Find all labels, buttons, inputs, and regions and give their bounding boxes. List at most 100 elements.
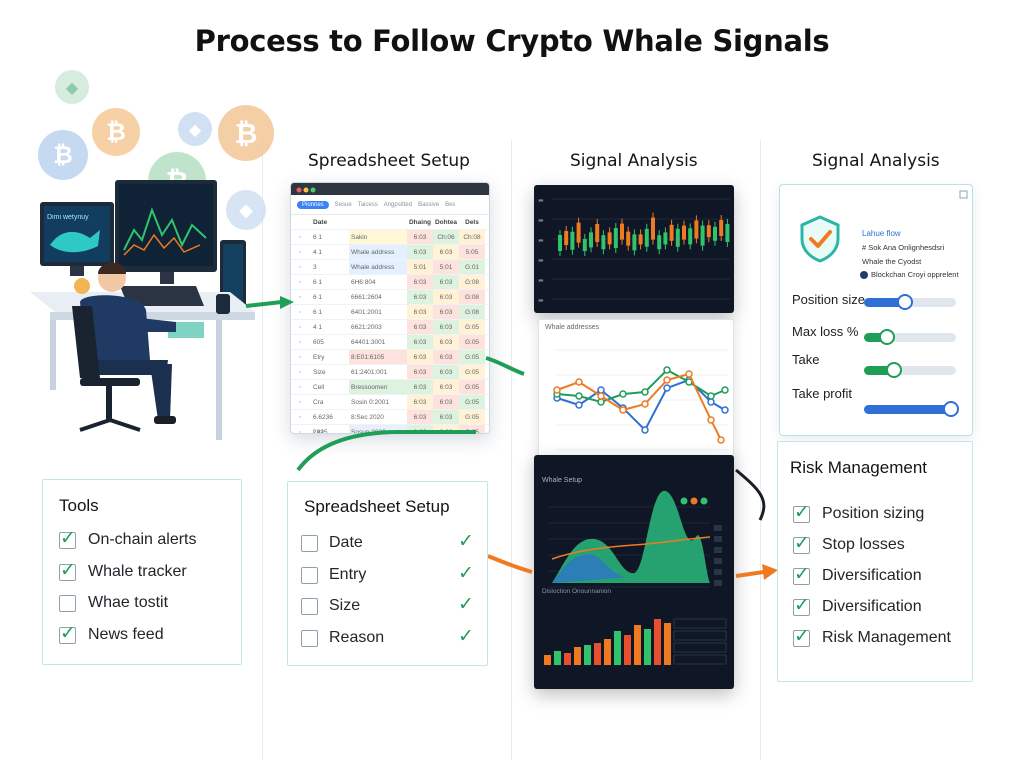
table-cell: 6:03	[433, 365, 459, 379]
checkbox[interactable]	[793, 537, 810, 554]
checkbox[interactable]	[793, 506, 810, 523]
sheet-tab[interactable]: Sesue	[334, 201, 352, 208]
check-icon: ✓	[794, 501, 810, 523]
table-cell: 6H6:804	[351, 279, 376, 286]
table-cell: Cra	[313, 399, 324, 406]
data-point	[707, 398, 715, 406]
table-cell: 6:03	[407, 320, 433, 334]
candle	[688, 228, 693, 245]
row-handle: ▫	[298, 384, 302, 391]
candle	[675, 228, 680, 247]
data-point	[685, 370, 693, 378]
bar	[614, 631, 621, 665]
candle	[725, 224, 730, 242]
check-icon: ✓	[60, 558, 76, 581]
checkbox[interactable]	[301, 566, 318, 584]
orange-arrowhead	[762, 564, 778, 580]
window-titlebar	[291, 183, 489, 195]
checkbox[interactable]	[59, 626, 76, 644]
checkbox[interactable]	[301, 629, 318, 647]
checkbox[interactable]	[59, 532, 76, 549]
table-cell: 6:03	[407, 305, 433, 319]
data-point	[619, 390, 627, 398]
bar	[564, 653, 571, 665]
done-check-icon: ✓	[458, 561, 474, 584]
table-cell: 6 1	[313, 294, 323, 301]
candle	[632, 234, 637, 251]
checkbox[interactable]	[59, 563, 76, 581]
table-cell: G:08	[459, 290, 485, 304]
candle	[700, 225, 705, 246]
table-cell: Sosun 2020	[349, 425, 407, 433]
ethereum-icon: ◆	[178, 112, 212, 146]
data-point	[575, 378, 583, 386]
sheet-tab[interactable]: Pionnes	[297, 200, 329, 209]
checkbox[interactable]	[301, 598, 318, 615]
row-handle: ▫	[298, 234, 302, 241]
checkbox[interactable]	[793, 630, 810, 647]
spreadsheet-window: Pionnes Sesue Taicess Angpsitted Bassive…	[290, 182, 490, 434]
data-point	[597, 392, 605, 400]
checkbox[interactable]	[793, 568, 810, 585]
table-cell: 6:03	[433, 245, 459, 259]
table-cell: 5:05	[459, 245, 485, 259]
candle	[663, 232, 668, 245]
take-slider[interactable]	[864, 362, 956, 378]
header-cell: Dohtea	[434, 219, 458, 226]
checklist-item-label: Position sizing	[822, 505, 925, 522]
row-handle: ▫	[298, 414, 302, 421]
sheet-tab[interactable]: Bes	[445, 201, 456, 208]
table-cell: 8:Sec 2020	[351, 414, 384, 421]
check-icon: ✓	[794, 594, 810, 616]
column-heading-spreadsheet-setup: Spreadsheet Setup	[308, 151, 470, 171]
check-icon: ✓	[60, 527, 76, 549]
table-cell: 6:03	[433, 305, 459, 319]
table-cell: G:05	[459, 335, 485, 349]
signal-card-line: Blockchan Croyi opprelent	[860, 270, 959, 279]
bar	[604, 639, 611, 665]
max-loss-slider[interactable]	[864, 329, 956, 345]
table-cell: 6:03	[433, 395, 459, 409]
candle	[620, 223, 624, 240]
green-curve	[296, 430, 476, 472]
checkbox[interactable]	[793, 599, 810, 616]
checklist-item-label: Diversification	[822, 567, 922, 584]
checkbox[interactable]	[301, 535, 318, 552]
table-cell: Etry	[313, 354, 325, 361]
bitcoin-icon: ₿	[92, 108, 140, 156]
data-point	[721, 386, 729, 394]
take-profit-slider[interactable]	[864, 401, 960, 417]
checkbox[interactable]	[59, 595, 76, 612]
bar	[584, 645, 591, 665]
table-cell: G:05	[459, 380, 485, 394]
table-cell: 6:03	[407, 380, 433, 394]
table-cell: 6401:2001	[351, 309, 382, 316]
candle	[626, 231, 631, 246]
table-cell: 6 1	[313, 279, 323, 286]
position-size-slider[interactable]	[864, 294, 956, 310]
checklist-item-label: Date	[329, 534, 363, 551]
sheet-tab[interactable]: Taicess	[357, 201, 378, 208]
sheet-tab[interactable]: Angpsitted	[383, 201, 413, 208]
signal-settings-card: Lahue flow # Sok Ana Onlignhesdsri Whale…	[779, 184, 973, 436]
sheet-tab[interactable]: Bassive	[418, 201, 440, 208]
table-cell: 6:03	[407, 350, 433, 364]
row-handle: ▫	[298, 429, 302, 434]
column-divider	[262, 140, 263, 760]
slider-label: Take profit	[792, 386, 852, 401]
